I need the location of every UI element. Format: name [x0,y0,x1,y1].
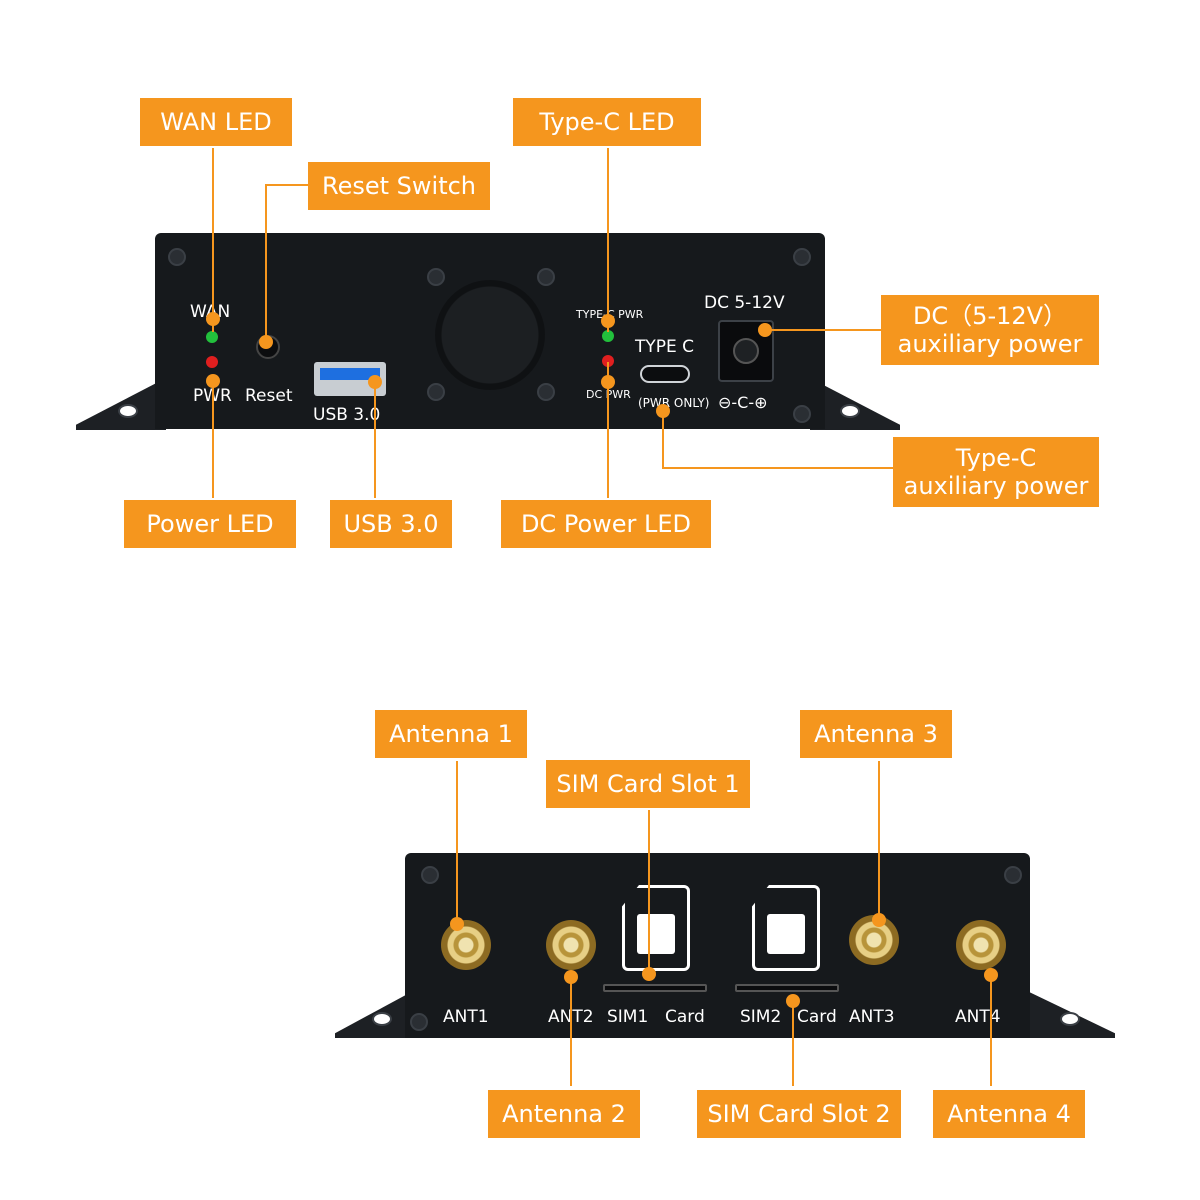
top-left-mount-hole [118,404,138,418]
typec-aux-line1: Type-C [955,444,1037,472]
polarity-icon: ⊖-C-⊕ [718,393,768,412]
screw-icon [168,248,186,266]
sim-slot-1-leader [648,810,650,974]
antenna-3-callout: Antenna 3 [800,710,952,758]
typec-aux-leader-h [662,467,893,469]
type-c-led-leader [607,148,609,332]
antenna-3-marker [872,913,886,927]
antenna-2-callout: Antenna 2 [488,1090,640,1138]
bottom-left-mount-hole [372,1012,392,1026]
dc-aux-line1: DC（5-12V） [912,302,1068,330]
dc-aux-line2: auxiliary power [897,330,1083,358]
antenna-2-marker [564,970,578,984]
dc-power-led-callout: DC Power LED [501,500,711,548]
reset-leader-h [266,184,308,186]
sim1-icon [622,885,690,971]
dc-jack-marker [758,323,772,337]
screw-icon [793,405,811,423]
sim1-silk-label: SIM1 [607,1007,649,1027]
wan-led-leader [212,148,214,332]
type-c-led-green [602,330,614,342]
screw-icon [421,866,439,884]
screw-icon [410,1013,428,1031]
card2-silk-label: Card [797,1007,837,1027]
screw-icon [793,248,811,266]
wan-led-marker [206,312,220,326]
antenna-4-leader [990,975,992,1086]
antenna-1-callout: Antenna 1 [375,710,527,758]
ant4-silk-label: ANT4 [955,1007,1001,1027]
wan-led-callout: WAN LED [140,98,292,146]
screw-icon [1004,866,1022,884]
ant2-connector[interactable] [546,920,596,970]
fan-icon [435,280,545,390]
pwr-led-red [206,356,218,368]
typec-aux-line2: auxiliary power [903,472,1089,500]
reset-switch-callout: Reset Switch [308,162,490,210]
ant1-connector[interactable] [441,920,491,970]
bottom-back-panel [405,853,1030,1038]
power-led-callout: Power LED [124,500,296,548]
wan-led-green [206,331,218,343]
usb-silk-label: USB 3.0 [313,405,381,425]
screw-icon [537,268,555,286]
usb-leader [374,380,376,498]
antenna-2-leader [570,978,572,1086]
dc-range-silk-label: DC 5-12V [704,293,785,313]
type-c-port-marker [656,404,670,418]
type-c-silk-label: TYPE C [635,337,695,357]
card1-silk-label: Card [665,1007,705,1027]
dc-led-red [602,355,614,367]
sim-card-slot-2-callout: SIM Card Slot 2 [697,1090,901,1138]
usb-tongue [320,368,380,380]
usb-30-callout: USB 3.0 [330,500,452,548]
dc-aux-power-callout: DC（5-12V） auxiliary power [881,295,1099,365]
type-c-led-marker [601,314,615,328]
bottom-right-mount-hole [1060,1012,1080,1026]
ant4-connector[interactable] [956,920,1006,970]
screw-icon [537,383,555,401]
dc-power-led-leader [607,362,609,498]
usb-marker [368,375,382,389]
reset-silk-label: Reset [245,386,293,406]
sim1-chip [637,914,675,954]
sim2-silk-label: SIM2 [740,1007,782,1027]
sim2-slot[interactable] [735,984,839,992]
sim-card-slot-1-callout: SIM Card Slot 1 [546,760,750,808]
sim2-chip [767,914,805,954]
power-led-marker [206,374,220,388]
dc-aux-leader [765,329,883,331]
top-right-mount-hole [840,404,860,418]
sim-slot-2-marker [786,994,800,1008]
reset-marker [259,335,273,349]
antenna-1-leader [456,761,458,924]
pwr-only-silk-label: (PWR ONLY) [638,396,710,410]
screw-icon [427,268,445,286]
ant3-silk-label: ANT3 [849,1007,895,1027]
antenna-4-callout: Antenna 4 [933,1090,1085,1138]
typec-aux-power-callout: Type-C auxiliary power [893,437,1099,507]
power-led-leader [212,380,214,498]
ant1-silk-label: ANT1 [443,1007,489,1027]
typec-aux-leader-v [662,410,664,468]
antenna-3-leader [878,761,880,921]
sim1-slot[interactable] [603,984,707,992]
sim-slot-2-leader [792,1000,794,1086]
top-left-flange [76,378,166,430]
reset-leader-v [265,184,267,342]
antenna-1-marker [450,917,464,931]
sim-slot-1-marker [642,967,656,981]
type-c-led-callout: Type-C LED [513,98,701,146]
dc-jack-pin [733,338,759,364]
type-c-port[interactable] [640,365,690,383]
antenna-4-marker [984,968,998,982]
screw-icon [427,383,445,401]
dc-power-led-marker [601,375,615,389]
sim2-icon [752,885,820,971]
